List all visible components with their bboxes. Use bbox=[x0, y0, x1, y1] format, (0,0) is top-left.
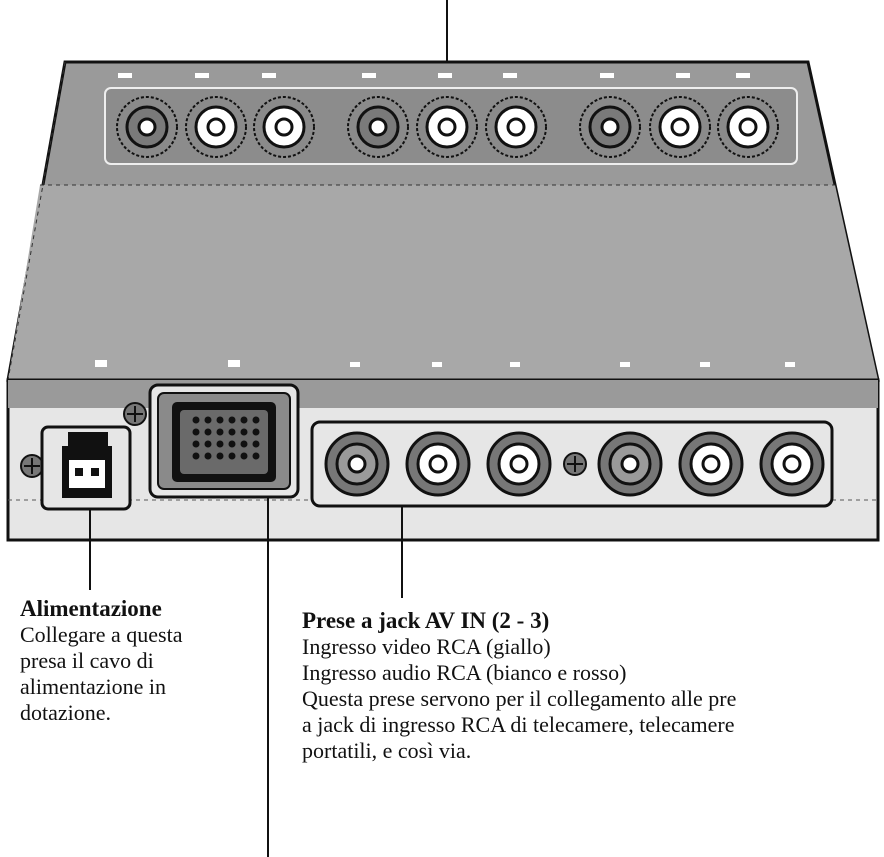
av-in-label-title: Prese a jack AV IN (2 - 3) bbox=[302, 608, 550, 633]
av-in-label-line: portatili, e così via. bbox=[302, 738, 472, 763]
av-in-label-line: Ingresso audio RCA (bianco e rosso) bbox=[302, 660, 627, 685]
controller-connector bbox=[148, 383, 300, 499]
power-label-line: alimentazione in bbox=[20, 674, 166, 699]
rear-jack-3 bbox=[253, 96, 315, 158]
rear-jack-1 bbox=[116, 96, 178, 158]
power-label-title: Alimentazione bbox=[20, 596, 162, 621]
rear-jack-5 bbox=[416, 96, 478, 158]
rear-jack-4 bbox=[347, 96, 409, 158]
device-side-dashed-left bbox=[7, 61, 66, 381]
rear-jack-6 bbox=[485, 96, 547, 158]
av-in-label-line: a jack di ingresso RCA di telecamere, te… bbox=[302, 712, 735, 737]
screw-icon bbox=[20, 454, 44, 478]
screw-icon bbox=[563, 452, 587, 476]
front-top-markings bbox=[95, 360, 795, 367]
power-label-line: dotazione. bbox=[20, 700, 112, 725]
av-in-jack-4 bbox=[597, 431, 663, 497]
rear-jack-2 bbox=[185, 96, 247, 158]
rear-jack-9 bbox=[717, 96, 779, 158]
av-in-jacks bbox=[324, 431, 825, 497]
power-label-line: Collegare a questa bbox=[20, 622, 183, 647]
av-in-jack-5 bbox=[678, 431, 744, 497]
device-top-shading bbox=[8, 185, 878, 380]
rear-jacks bbox=[116, 96, 779, 158]
rear-jack-labels bbox=[118, 73, 750, 78]
power-label-line: presa il cavo di bbox=[20, 648, 154, 673]
av-in-jack-1 bbox=[324, 431, 390, 497]
av-in-label-line: Ingresso video RCA (giallo) bbox=[302, 634, 551, 659]
av-in-jack-6 bbox=[759, 431, 825, 497]
av-in-jack-3 bbox=[486, 431, 552, 497]
rear-jack-8 bbox=[649, 96, 711, 158]
power-label: Alimentazione Collegare a questa presa i… bbox=[20, 596, 183, 726]
av-in-label-line: Questa prese servono per il collegamento… bbox=[302, 686, 737, 711]
power-socket bbox=[40, 425, 132, 511]
av-in-label: Prese a jack AV IN (2 - 3) Ingresso vide… bbox=[302, 608, 736, 764]
rear-jack-7 bbox=[579, 96, 641, 158]
screw-icon bbox=[123, 402, 147, 426]
av-in-jack-2 bbox=[405, 431, 471, 497]
